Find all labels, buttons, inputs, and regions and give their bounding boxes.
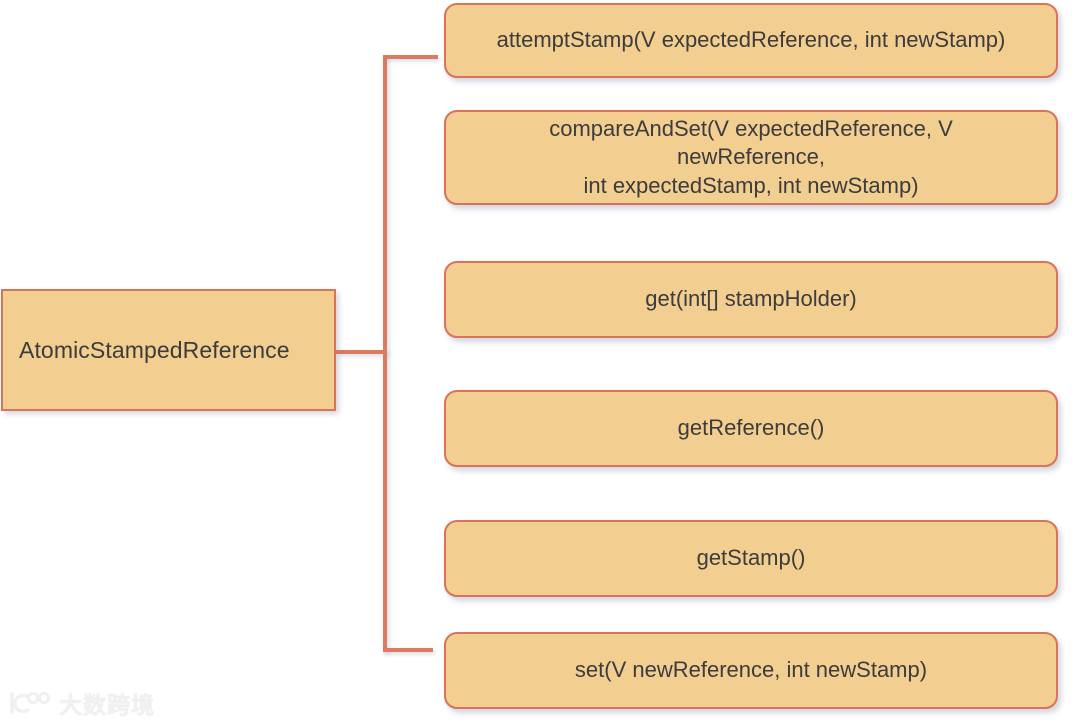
method-node-label: compareAndSet(V expectedReference, V new…	[549, 115, 953, 198]
method-node-compareandset[interactable]: compareAndSet(V expectedReference, V new…	[444, 110, 1058, 205]
connector-stub-top	[383, 55, 438, 59]
method-node-label: get(int[] stampHolder)	[645, 286, 857, 312]
method-node-attemptstamp[interactable]: attemptStamp(V expectedReference, int ne…	[444, 3, 1058, 78]
method-node-label: getReference()	[677, 415, 825, 441]
connector-stub-bottom	[383, 648, 433, 652]
method-node-label: getStamp()	[696, 545, 806, 571]
method-node-label: set(V newReference, int newStamp)	[574, 657, 928, 683]
method-node-set[interactable]: set(V newReference, int newStamp)	[444, 632, 1058, 709]
class-node-label: AtomicStampedReference	[19, 336, 290, 363]
method-node-label: attemptStamp(V expectedReference, int ne…	[496, 27, 1006, 53]
watermark: 大数跨境	[6, 686, 155, 720]
class-node-atomicstampedreference[interactable]: AtomicStampedReference	[1, 289, 336, 411]
brand-logo-icon	[10, 691, 51, 714]
method-node-getstamp[interactable]: getStamp()	[444, 520, 1058, 597]
method-node-get[interactable]: get(int[] stampHolder)	[444, 261, 1058, 338]
method-node-getreference[interactable]: getReference()	[444, 390, 1058, 467]
watermark-text: 大数跨境	[59, 692, 155, 718]
connector-root-line	[336, 350, 387, 354]
connector-spine	[383, 55, 387, 652]
